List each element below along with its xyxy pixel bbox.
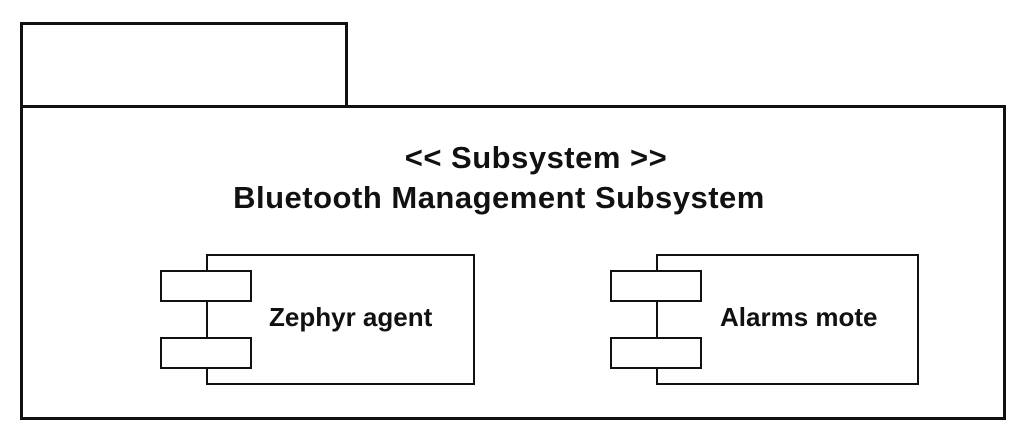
component-port-upper	[610, 270, 702, 302]
package-tab	[20, 22, 348, 108]
package-stereotype: << Subsystem >>	[404, 140, 668, 175]
component-port-upper	[160, 270, 252, 302]
component-port-lower	[610, 337, 702, 369]
component-port-lower	[160, 337, 252, 369]
component-label: Alarms mote	[720, 302, 878, 332]
component-label: Zephyr agent	[269, 302, 433, 332]
package-title: Bluetooth Management Subsystem	[233, 180, 765, 215]
